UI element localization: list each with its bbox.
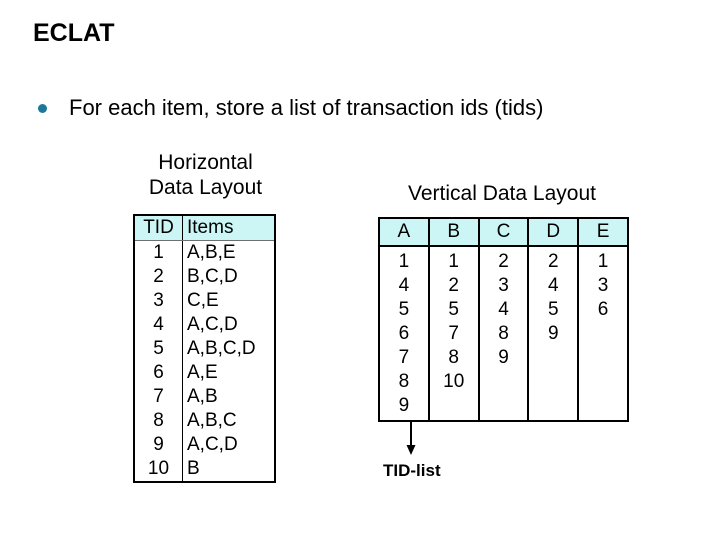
cell-tid: 4: [135, 313, 183, 337]
bullet-text: For each item, store a list of transacti…: [69, 95, 544, 120]
cell-tid: 6: [135, 361, 183, 385]
vertical-column-b: B 1 2 5 7 8 10: [429, 219, 480, 420]
vertical-column-d: D 2 4 5 9: [529, 219, 580, 420]
tid-cell: 7: [398, 347, 410, 368]
tid-cell: 4: [398, 275, 410, 296]
tid-cell: 2: [448, 275, 459, 296]
cell-items: B,C,D: [187, 266, 238, 287]
table-header-row: TID Items: [135, 216, 274, 241]
tid-list-e: 1 3 6: [579, 247, 627, 420]
horizontal-layout-title: Horizontal Data Layout: [148, 151, 263, 199]
column-header-e: E: [579, 219, 627, 247]
table-row: 4 A,C,D: [135, 313, 274, 337]
tid-list-d: 2 4 5 9: [529, 247, 577, 420]
tid-cell: 4: [498, 299, 509, 320]
tid-list-a: 1 4 5 6 7 8 9: [380, 247, 428, 420]
cell-items: A,E: [187, 362, 218, 383]
vertical-layout-title: Vertical Data Layout: [408, 182, 596, 205]
tid-cell: 5: [548, 299, 559, 320]
tid-list-annotation: TID-list: [383, 461, 441, 480]
column-header-d: D: [529, 219, 578, 247]
bullet-item: For each item, store a list of transacti…: [38, 95, 543, 121]
tid-cell: 5: [398, 299, 410, 320]
cell-items: A,C,D: [187, 314, 238, 335]
tid-cell: 4: [548, 275, 559, 296]
table-row: 9 A,C,D: [135, 433, 274, 457]
tid-list-b: 1 2 5 7 8 10: [430, 247, 478, 420]
table-row: 7 A,B: [135, 385, 274, 409]
vertical-data-table: A 1 4 5 6 7 8 9 B 1 2 5 7 8 10 C 2 3 4 8…: [378, 217, 629, 422]
tid-cell: 2: [498, 251, 509, 272]
cell-tid: 2: [135, 265, 183, 289]
tid-cell: 8: [498, 323, 509, 344]
cell-items: B: [187, 458, 200, 479]
tid-cell: 2: [548, 251, 559, 272]
tid-cell: 3: [498, 275, 509, 296]
tid-cell: 8: [398, 371, 410, 392]
vertical-column-a: A 1 4 5 6 7 8 9: [380, 219, 430, 420]
horizontal-table-body: 1 A,B,E 2 B,C,D 3 C,E 4 A,C,D 5 A,B,C,D …: [135, 240, 274, 481]
table-row: 6 A,E: [135, 361, 274, 385]
cell-tid: 10: [135, 457, 183, 481]
cell-items: A,B: [187, 386, 218, 407]
horizontal-data-table: TID Items 1 A,B,E 2 B,C,D 3 C,E 4 A,C,D: [133, 214, 276, 483]
tid-list-c: 2 3 4 8 9: [480, 247, 528, 420]
column-header-tid: TID: [135, 216, 183, 241]
cell-tid: 7: [135, 385, 183, 409]
column-header-a: A: [380, 219, 428, 247]
tid-cell: 9: [398, 395, 410, 416]
tid-cell: 9: [548, 323, 559, 344]
tid-cell: 3: [597, 275, 609, 296]
table-row: 8 A,B,C: [135, 409, 274, 433]
column-header-items: Items: [182, 216, 274, 241]
table-row: 2 B,C,D: [135, 265, 274, 289]
bullet-dot-icon: [38, 103, 47, 113]
table-row: 10 B: [135, 457, 274, 481]
cell-tid: 8: [135, 409, 183, 433]
cell-tid: 5: [135, 337, 183, 361]
cell-tid: 9: [135, 433, 183, 457]
column-header-b: B: [429, 219, 478, 247]
down-arrow-icon: [406, 420, 416, 455]
tid-cell: 6: [398, 323, 410, 344]
cell-items: A,B,C: [187, 410, 237, 431]
cell-tid: 1: [135, 240, 183, 265]
vertical-column-c: C 2 3 4 8 9: [479, 219, 530, 420]
table-row: 1 A,B,E: [135, 240, 274, 265]
tid-cell: 8: [448, 347, 459, 368]
tid-cell: 10: [443, 371, 465, 392]
cell-items: A,B,E: [187, 242, 236, 263]
tid-cell: 7: [448, 323, 459, 344]
tid-cell: 1: [448, 251, 459, 272]
table-row: 5 A,B,C,D: [135, 337, 274, 361]
tid-cell: 1: [597, 251, 609, 272]
cell-tid: 3: [135, 289, 183, 313]
tid-cell: 5: [448, 299, 459, 320]
tid-cell: 9: [498, 347, 509, 368]
cell-items: A,C,D: [187, 434, 238, 455]
vertical-column-e: E 1 3 6: [579, 219, 627, 420]
cell-items: A,B,C,D: [187, 338, 256, 359]
tid-cell: 6: [597, 299, 609, 320]
cell-items: C,E: [187, 290, 219, 311]
tid-cell: 1: [398, 251, 410, 272]
column-header-c: C: [479, 219, 528, 247]
page-title: ECLAT: [33, 19, 115, 47]
table-row: 3 C,E: [135, 289, 274, 313]
